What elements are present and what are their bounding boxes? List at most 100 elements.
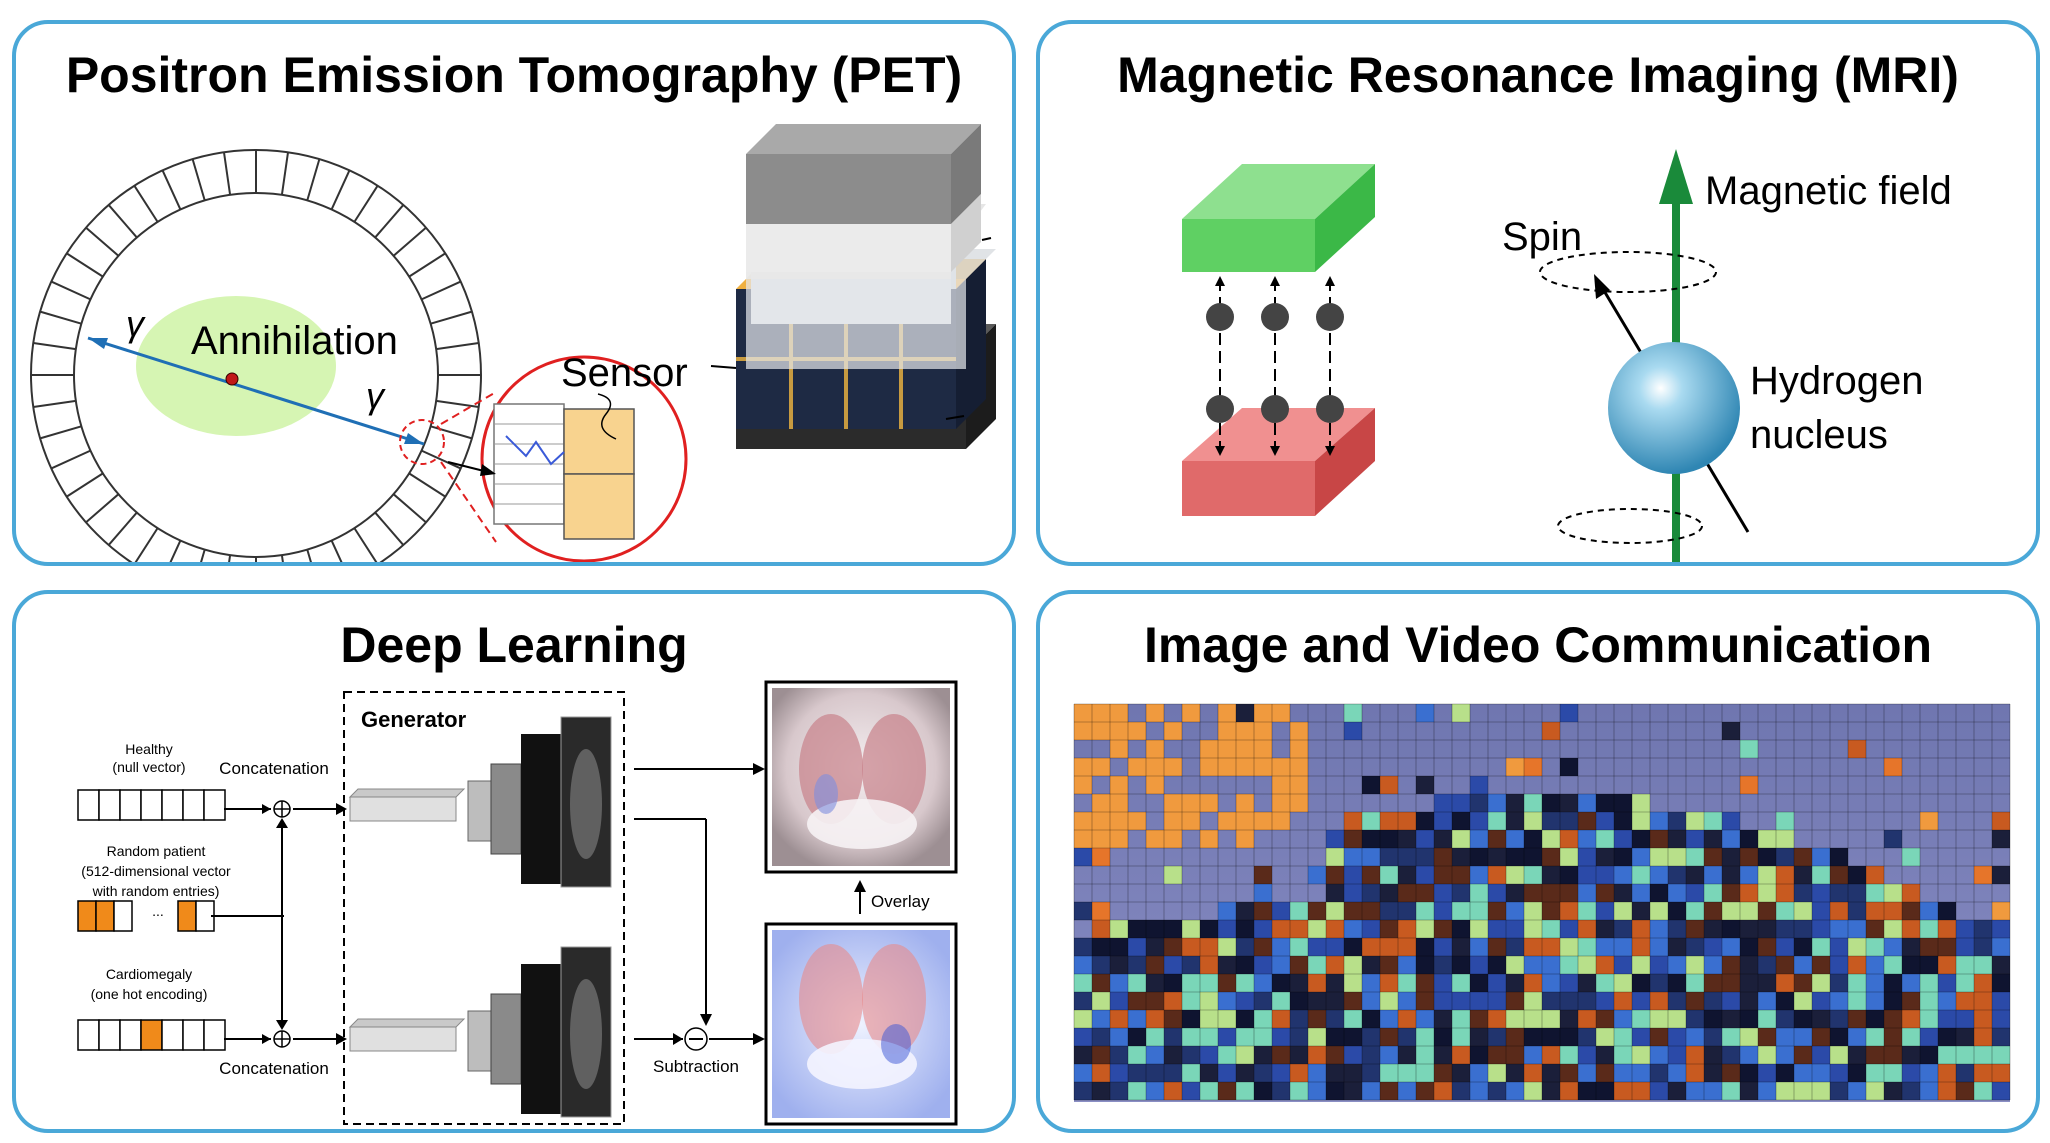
coding-block xyxy=(1938,992,1956,1010)
coding-block xyxy=(1200,1082,1218,1100)
vector-cell xyxy=(119,789,142,821)
coding-block xyxy=(1110,938,1128,956)
coding-block xyxy=(1632,830,1650,848)
generator-layers-top xyxy=(348,716,612,888)
coding-block xyxy=(1632,956,1650,974)
coding-block xyxy=(1650,902,1668,920)
coding-block xyxy=(1686,1046,1704,1064)
coding-block xyxy=(1956,974,1974,992)
coding-block xyxy=(1740,1064,1758,1082)
coding-block xyxy=(1470,776,1488,794)
deep-learning-panel: Deep Learning Generator Healthy (null ve… xyxy=(12,590,1016,1133)
arrowheads xyxy=(262,763,866,1045)
coding-block xyxy=(1272,794,1290,812)
coding-block xyxy=(1578,884,1596,902)
coding-block xyxy=(1650,1010,1668,1028)
coding-block xyxy=(1470,992,1488,1010)
coding-block xyxy=(1092,1010,1110,1028)
coding-block xyxy=(1326,848,1344,866)
coding-block xyxy=(1146,920,1164,938)
coding-block xyxy=(1110,740,1128,758)
coding-block xyxy=(1470,1082,1488,1100)
coding-block xyxy=(1074,704,1092,722)
coding-block xyxy=(1794,884,1812,902)
patient-ellipsis: ... xyxy=(152,903,164,919)
coding-block xyxy=(1506,938,1524,956)
coding-block xyxy=(1848,866,1866,884)
coding-block xyxy=(1668,812,1686,830)
coding-block xyxy=(1128,992,1146,1010)
coding-block xyxy=(1848,992,1866,1010)
coding-block xyxy=(1254,866,1272,884)
coding-block xyxy=(1344,902,1362,920)
coding-block xyxy=(1362,938,1380,956)
coding-block xyxy=(1398,830,1416,848)
coding-block xyxy=(1200,794,1218,812)
coding-block xyxy=(1704,812,1722,830)
coding-block xyxy=(1902,956,1920,974)
vector-cell xyxy=(161,789,184,821)
coding-block xyxy=(1668,992,1686,1010)
coding-block xyxy=(1398,1082,1416,1100)
coding-block xyxy=(1362,830,1380,848)
coding-block xyxy=(1560,1046,1578,1064)
coding-block xyxy=(1902,920,1920,938)
coding-block xyxy=(1722,1046,1740,1064)
coding-block xyxy=(1596,830,1614,848)
coding-block xyxy=(1380,830,1398,848)
coding-block xyxy=(1398,1046,1416,1064)
coding-block xyxy=(1362,776,1380,794)
coding-block xyxy=(1938,1028,1956,1046)
coding-block xyxy=(1326,830,1344,848)
coding-block xyxy=(1884,1064,1902,1082)
coding-block xyxy=(1578,920,1596,938)
coding-block xyxy=(1812,920,1830,938)
coding-block xyxy=(1074,758,1092,776)
coding-block xyxy=(1722,722,1740,740)
coding-block xyxy=(1452,1010,1470,1028)
coding-block xyxy=(1452,956,1470,974)
coding-block xyxy=(1110,1064,1128,1082)
coding-block xyxy=(1326,884,1344,902)
coding-block xyxy=(1866,974,1884,992)
coding-block xyxy=(1524,1064,1542,1082)
coding-block xyxy=(1956,1064,1974,1082)
coding-block xyxy=(1542,866,1560,884)
coding-block xyxy=(1272,956,1290,974)
coding-block xyxy=(1146,740,1164,758)
coding-block xyxy=(1344,722,1362,740)
coding-block xyxy=(1326,1028,1344,1046)
coding-block xyxy=(1434,1010,1452,1028)
coding-block xyxy=(1704,1010,1722,1028)
coding-block xyxy=(1110,776,1128,794)
detector-segment xyxy=(374,204,405,239)
coding-block xyxy=(1092,992,1110,1010)
coding-block xyxy=(1272,758,1290,776)
coding-block xyxy=(1740,830,1758,848)
detector-segment xyxy=(280,555,284,562)
coding-block xyxy=(1560,974,1578,992)
coding-block xyxy=(1524,1028,1542,1046)
coding-block xyxy=(1308,1010,1326,1028)
detector-segment xyxy=(169,540,182,562)
coding-block xyxy=(1416,1028,1434,1046)
coding-block xyxy=(1254,740,1272,758)
coding-block xyxy=(1164,1064,1182,1082)
coding-block xyxy=(1578,902,1596,920)
coding-block xyxy=(1920,992,1938,1010)
coding-block xyxy=(1506,1082,1524,1100)
coding-block xyxy=(1164,920,1182,938)
coding-block xyxy=(1668,830,1686,848)
coding-block xyxy=(1830,1082,1848,1100)
coding-block xyxy=(1920,956,1938,974)
coding-block xyxy=(1506,974,1524,992)
coding-block xyxy=(1416,830,1434,848)
coding-block xyxy=(1524,1010,1542,1028)
coding-block xyxy=(1254,722,1272,740)
coding-block xyxy=(1542,794,1560,812)
coding-block xyxy=(1704,938,1722,956)
coding-block xyxy=(1074,1028,1092,1046)
coding-block xyxy=(1416,848,1434,866)
coding-block xyxy=(1272,920,1290,938)
coding-block xyxy=(1092,794,1110,812)
